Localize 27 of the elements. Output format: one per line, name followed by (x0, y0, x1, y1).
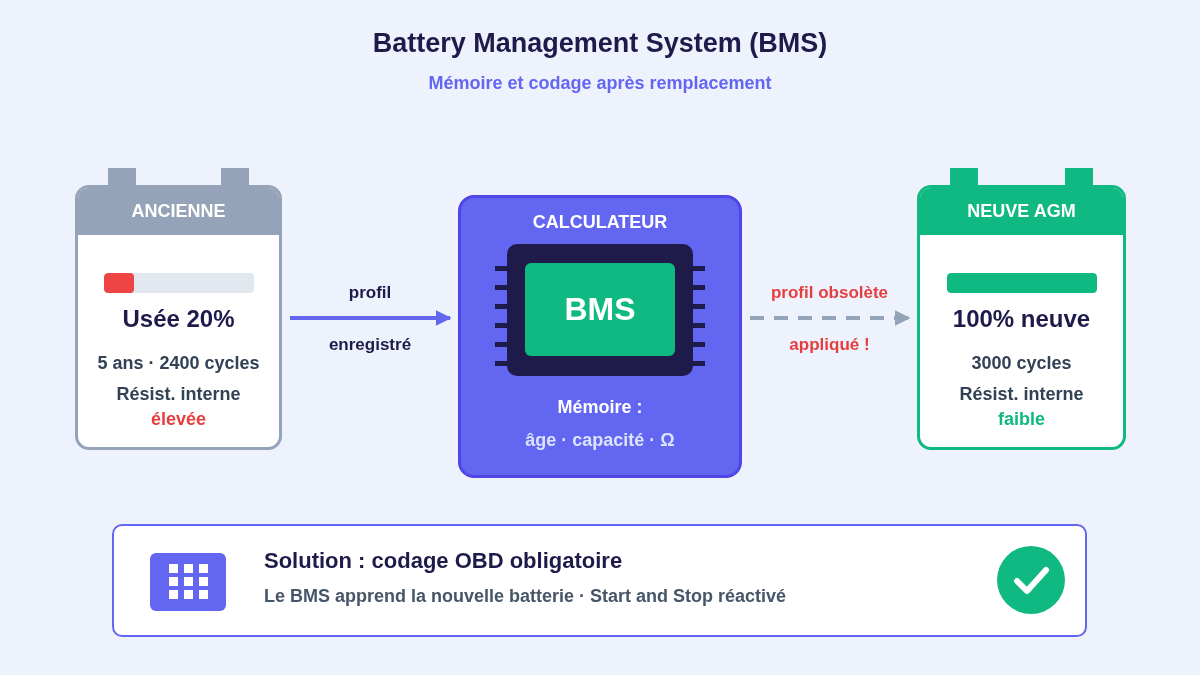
solution-box (112, 524, 1087, 637)
module-title: CALCULATEUR (532, 212, 668, 233)
arrow (750, 310, 911, 326)
arrow (290, 310, 452, 326)
status-value: élevée (150, 409, 207, 430)
charge-value: 100% neuve (952, 305, 1091, 333)
solution-text: Le BMS apprend la nouvelle batterie · Start and Stop réactivé (264, 586, 787, 607)
memory-label: Mémoire : (557, 397, 643, 418)
chip-die (525, 263, 675, 356)
battery-stat: 3000 cycles (971, 353, 1072, 374)
battery-stat: 5 ans · 2400 cycles (97, 353, 260, 374)
memory-details: âge · capacité · Ω (525, 430, 675, 451)
edge-label: profil obsolète appliqué ! (769, 282, 890, 356)
battery-label: NEUVE AGM (920, 188, 1123, 235)
control-unit-box (458, 195, 742, 478)
chip-label: BMS (564, 291, 636, 328)
battery-label: ANCIENNE (78, 188, 279, 235)
diagram-subtitle: Mémoire et codage après remplacement (427, 73, 773, 94)
battery-stat: Résist. interne (959, 384, 1084, 405)
battery-stat: Résist. interne (116, 384, 241, 405)
status-value: faible (998, 409, 1045, 430)
diagram-title: Battery Management System (BMS) (371, 28, 829, 59)
battery-body (75, 185, 282, 450)
edge-label: profil enregistré (327, 282, 413, 356)
charge-value: Usée 20% (122, 305, 235, 333)
battery-body (917, 185, 1126, 450)
solution-title: Solution : codage OBD obligatoire (264, 548, 623, 574)
